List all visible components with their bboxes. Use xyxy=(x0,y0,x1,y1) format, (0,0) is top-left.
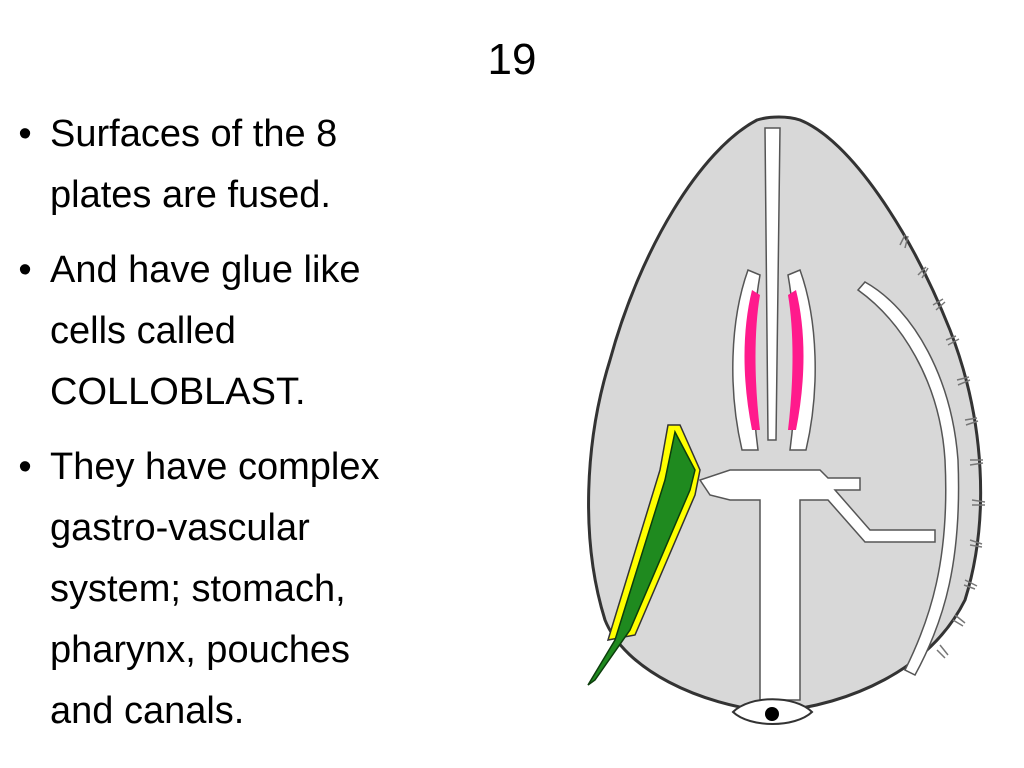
bullet-line: gastro-vascular xyxy=(50,507,310,549)
statolith xyxy=(765,707,779,721)
bullet-dot: • xyxy=(18,113,32,155)
pharynx-lining-right xyxy=(788,290,804,430)
bullet-line: cells called xyxy=(50,310,236,352)
meridional-canal xyxy=(856,281,960,676)
bullet-dot: • xyxy=(18,249,32,291)
stomach-and-canals xyxy=(698,469,936,701)
bullet-item: • Surfaces of the 8 plates are fused. xyxy=(10,104,460,226)
pharynx-lining-left xyxy=(744,290,760,430)
bullet-line: and canals. xyxy=(50,690,245,732)
bullet-list: • Surfaces of the 8 plates are fused. • … xyxy=(10,104,460,756)
bullet-line: And have glue like xyxy=(50,249,361,291)
bullet-line: plates are fused. xyxy=(50,174,331,216)
bullet-line: pharynx, pouches xyxy=(50,629,350,671)
central-slit xyxy=(764,127,781,441)
bullet-dot: • xyxy=(18,446,32,488)
bullet-line: Surfaces of the 8 xyxy=(50,113,338,155)
slide-title: 19 xyxy=(487,35,537,84)
tentacle xyxy=(587,429,696,686)
bullet-line: COLLOBLAST. xyxy=(50,371,306,413)
bullet-item: • They have complex gastro-vascular syst… xyxy=(10,437,460,742)
ctenophore-diagram xyxy=(587,115,986,725)
bullet-item: • And have glue like cells called COLLOB… xyxy=(10,240,460,423)
bullet-line: system; stomach, xyxy=(50,568,346,610)
bullet-line: They have complex xyxy=(50,446,380,488)
comb-rows xyxy=(899,234,986,659)
ctenophore-body xyxy=(587,115,983,714)
